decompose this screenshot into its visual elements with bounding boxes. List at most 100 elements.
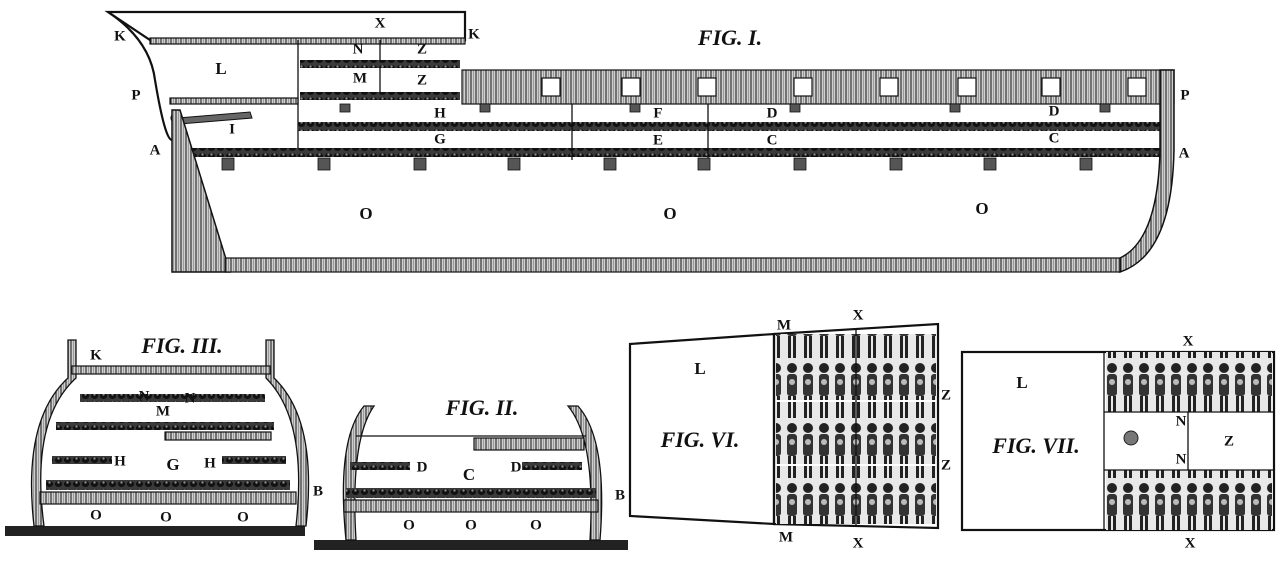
fig1-longitudinal-section: FIG. I. X K K L N Z M Z P P H F D D I A … xyxy=(104,10,1190,274)
fig1-label-p-left: P xyxy=(131,87,140,103)
fig6-label-z-upper: Z xyxy=(941,387,951,403)
fig6-outline-right xyxy=(772,322,940,530)
fig1-label-x: X xyxy=(375,15,386,31)
fig2-lower-beam xyxy=(343,499,599,513)
fig7-label-l: L xyxy=(1016,373,1027,392)
fig1-deck-lower-slave xyxy=(192,148,1160,157)
fig3-label-o3: O xyxy=(237,509,249,525)
fig1-poop-beam xyxy=(149,37,466,45)
fig1-label-a-right: A xyxy=(1179,145,1190,161)
fig6-label-m-bottom: M xyxy=(779,529,793,545)
fig1-deck-n xyxy=(300,60,460,68)
fig2-deck-c xyxy=(346,488,596,498)
fig1-label-c: C xyxy=(767,132,778,148)
fig2-ground xyxy=(314,540,628,550)
fig6-label-z-lower: Z xyxy=(941,457,951,473)
fig2-side-d-left xyxy=(350,462,410,470)
fig1-label-k-right: K xyxy=(468,26,480,42)
fig7-people-top xyxy=(1106,352,1272,412)
fig3-title: FIG. III. xyxy=(140,333,222,358)
fig1-tiller xyxy=(177,111,253,125)
fig3-side-h-left xyxy=(52,456,112,464)
fig3-cross-section: FIG. III. K N M N H G H B O O O xyxy=(5,333,323,536)
fig1-label-k-left: K xyxy=(114,28,126,44)
fig3-label-h-left: H xyxy=(114,453,126,469)
fig1-cabin-beam xyxy=(169,97,299,105)
fig2-label-o2: O xyxy=(465,517,477,533)
fig6-label-x-bottom: X xyxy=(853,535,864,551)
fig6-title: FIG. VI. xyxy=(660,427,740,452)
fig1-poop-deck-top xyxy=(104,10,467,42)
fig1-gunports xyxy=(541,77,1147,97)
fig1-label-m: M xyxy=(353,70,367,86)
fig1-deck-m xyxy=(300,92,460,100)
fig1-label-o2: O xyxy=(663,204,676,223)
fig7-label-x-bottom: X xyxy=(1185,535,1196,551)
fig1-label-o3: O xyxy=(975,199,988,218)
fig2-label-b: B xyxy=(615,487,625,503)
fig3-platform xyxy=(164,431,272,441)
fig7-label-z: Z xyxy=(1224,433,1234,449)
fig3-label-h-right: H xyxy=(204,455,216,471)
fig7-label-n-bottom: N xyxy=(1176,451,1187,467)
fig1-main-deck xyxy=(461,69,1175,105)
fig1-label-z-mid: Z xyxy=(417,72,427,88)
fig1-label-n: N xyxy=(353,41,364,57)
fig2-title: FIG. II. xyxy=(445,395,519,420)
fig3-label-g: G xyxy=(166,455,179,474)
fig6-plan-view: M X L FIG. VI. Z Z M X xyxy=(628,307,951,551)
fig1-label-d: D xyxy=(767,105,778,121)
fig3-label-m: M xyxy=(156,403,170,419)
fig3-deck-k xyxy=(71,365,271,375)
fig1-deck-upper-slave xyxy=(298,122,1160,131)
fig1-label-g: G xyxy=(434,131,446,147)
fig1-label-l: L xyxy=(215,59,226,78)
fig1-label-i: I xyxy=(229,121,235,137)
fig2-label-d-right: D xyxy=(511,459,522,475)
fig3-deck-g xyxy=(46,480,290,490)
fig1-label-h: H xyxy=(434,105,446,121)
fig3-deck-m xyxy=(56,422,274,430)
fig3-deck-n xyxy=(80,394,265,402)
fig1-label-a-left: A xyxy=(150,142,161,158)
fig2-label-d-left: D xyxy=(417,459,428,475)
fig2-label-o3: O xyxy=(530,517,542,533)
fig3-hull-right xyxy=(265,339,310,527)
fig2-label-o1: O xyxy=(403,517,415,533)
fig1-stern-curve xyxy=(107,11,173,142)
fig1-label-p-right: P xyxy=(1180,87,1189,103)
fig1-bow xyxy=(1119,69,1175,274)
fig3-label-k: K xyxy=(90,347,102,363)
fig1-label-z-top: Z xyxy=(417,41,427,57)
fig1-label-o1: O xyxy=(359,204,372,223)
fig7-hatch-circle xyxy=(1123,430,1139,446)
fig2-label-c: C xyxy=(463,465,475,484)
fig7-label-n-top: N xyxy=(1176,413,1187,429)
fig1-label-e: E xyxy=(653,132,663,148)
fig2-hull-left xyxy=(342,405,376,541)
fig3-label-b: B xyxy=(313,483,323,499)
fig7-label-x-top: X xyxy=(1183,333,1194,349)
fig1-label-f: F xyxy=(653,105,662,121)
fig7-people-bottom xyxy=(1106,470,1272,530)
fig7-plan-view: X L N Z N FIG. VII. X xyxy=(960,333,1276,551)
fig2-cross-section: FIG. II. D C D B O O O xyxy=(314,395,628,550)
fig3-side-h-right xyxy=(222,456,286,464)
fig1-keel xyxy=(224,257,1121,273)
fig3-label-o2: O xyxy=(160,509,172,525)
fig3-ground xyxy=(5,526,305,536)
fig2-side-d-right xyxy=(522,462,582,470)
fig2-platform xyxy=(473,437,585,451)
fig1-stern-post xyxy=(171,109,232,273)
fig6-label-l: L xyxy=(694,359,705,378)
fig3-lower-beam xyxy=(39,491,297,505)
fig1-beams xyxy=(221,103,1111,171)
fig7-title: FIG. VII. xyxy=(991,433,1079,458)
fig6-label-x-top: X xyxy=(853,307,864,323)
fig3-label-o1: O xyxy=(90,507,102,523)
fig3-hull-left xyxy=(30,339,77,527)
fig1-label-d-bow: D xyxy=(1049,103,1060,119)
fig3-label-n-left: N xyxy=(139,388,150,404)
fig2-hull-right xyxy=(566,405,603,541)
